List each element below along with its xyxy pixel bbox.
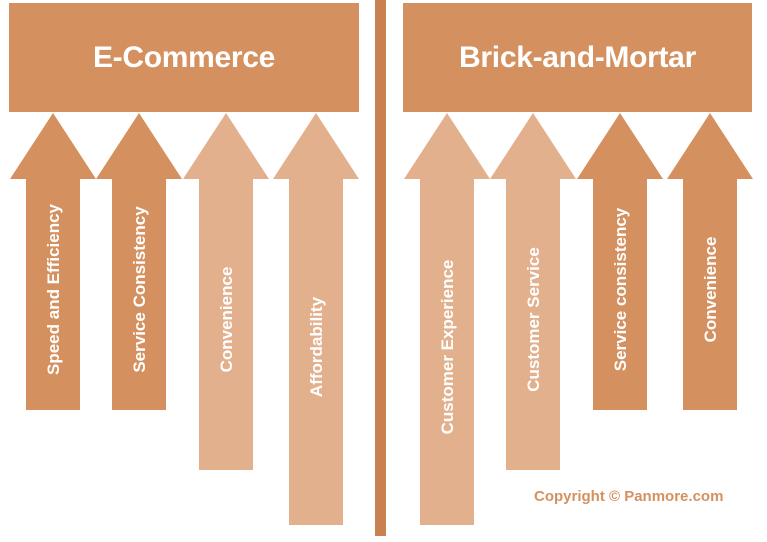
brick-arrow-convenience <box>667 113 753 410</box>
brick-arrow-customer-experience <box>404 113 490 525</box>
brick-arrow-customer-service <box>490 113 576 470</box>
brick-and-mortar-header: Brick-and-Mortar <box>403 3 752 112</box>
ecommerce-header: E-Commerce <box>9 3 359 112</box>
brick-label-service-consistency: Service consistency <box>611 207 630 371</box>
ecommerce-arrow-affordability <box>273 113 359 525</box>
brick-label-customer-service: Customer Service <box>524 247 543 392</box>
ecommerce-label-affordability: Affordability <box>307 296 326 397</box>
ecommerce-label-convenience: Convenience <box>217 267 236 373</box>
copyright-notice: Copyright © Panmore.com <box>534 488 724 505</box>
brick-and-mortar-title: Brick-and-Mortar <box>459 40 696 74</box>
column-divider <box>375 0 386 536</box>
ecommerce-label-speed-and-efficiency: Speed and Efficiency <box>44 203 63 375</box>
ecommerce-title: E-Commerce <box>92 40 276 74</box>
ecommerce-arrow-convenience <box>183 113 269 470</box>
ecommerce-arrow-speed-and-efficiency <box>10 113 96 410</box>
brick-label-convenience: Convenience <box>701 237 720 343</box>
brick-arrow-service-consistency <box>577 113 663 410</box>
ecommerce-label-service-consistency: Service Consistency <box>130 206 149 373</box>
brick-label-customer-experience: Customer Experience <box>438 260 457 435</box>
ecommerce-arrow-service-consistency <box>96 113 182 410</box>
